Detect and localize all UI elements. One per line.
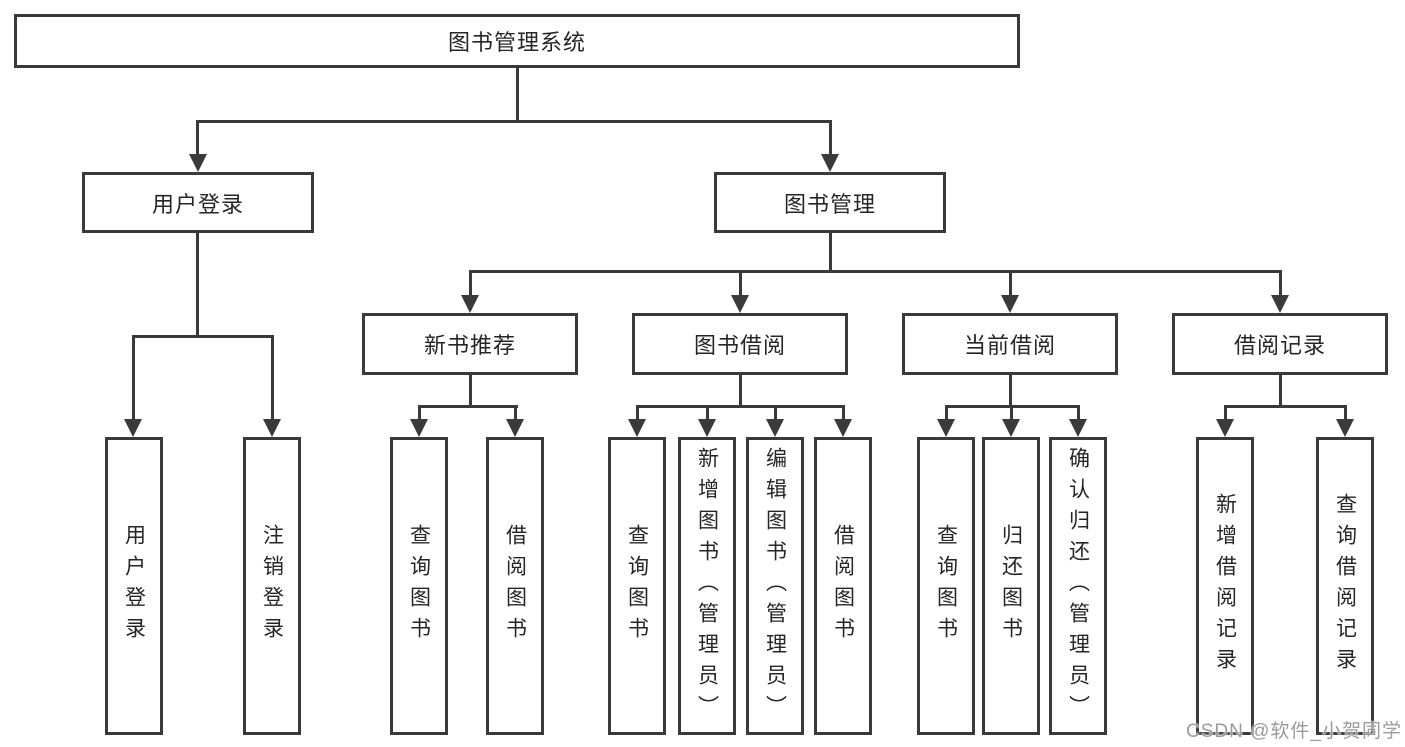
- arrowhead-down-icon: [821, 154, 839, 172]
- connector-line: [1077, 405, 1080, 421]
- connector-line: [132, 335, 135, 421]
- leaf-edit-book-admin: 编辑图书（管理员）: [746, 437, 804, 735]
- connector-line: [945, 405, 948, 421]
- connector-line: [739, 270, 742, 297]
- connector-line: [1010, 405, 1013, 421]
- connector-line: [739, 375, 742, 407]
- leaf-query-book-current-label: 查询图书: [934, 524, 958, 648]
- arrowhead-down-icon: [698, 419, 716, 437]
- node-user-login-label: 用户登录: [151, 191, 244, 217]
- node-book-borrow-label: 图书借阅: [693, 333, 786, 358]
- connector-line: [1009, 270, 1012, 297]
- connector-line: [469, 375, 472, 407]
- connector-line: [196, 120, 832, 123]
- node-book-borrow: 图书借阅: [632, 313, 848, 375]
- leaf-query-book-recommend-label: 查询图书: [407, 524, 431, 648]
- leaf-query-book-current: 查询图书: [917, 437, 975, 735]
- node-new-book-recommend-label: 新书推荐: [423, 333, 516, 358]
- connector-line: [636, 405, 845, 408]
- connector-line: [1224, 405, 1227, 421]
- connector-line: [196, 120, 199, 156]
- node-current-borrow: 当前借阅: [902, 313, 1118, 375]
- leaf-query-book-recommend: 查询图书: [390, 437, 448, 735]
- arrowhead-down-icon: [461, 295, 479, 313]
- connector-line: [271, 335, 274, 421]
- connector-line: [1224, 405, 1347, 408]
- connector-line: [636, 405, 639, 421]
- arrowhead-down-icon: [731, 295, 749, 313]
- leaf-edit-book-admin-label: 编辑图书（管理员）: [763, 446, 787, 726]
- leaf-logout: 注销登录: [243, 437, 301, 735]
- node-borrow-records-label: 借阅记录: [1233, 333, 1326, 358]
- leaf-borrow-book-recommend-label: 借阅图书: [503, 524, 527, 648]
- arrowhead-down-icon: [1271, 295, 1289, 313]
- node-root-label: 图书管理系统: [447, 30, 586, 55]
- leaf-borrow-book-recommend: 借阅图书: [486, 437, 544, 735]
- connector-line: [774, 405, 777, 421]
- node-root: 图书管理系统: [14, 14, 1020, 68]
- leaf-query-borrow-record: 查询借阅记录: [1316, 437, 1374, 735]
- arrowhead-down-icon: [1001, 295, 1019, 313]
- connector-line: [1009, 375, 1012, 407]
- node-borrow-records: 借阅记录: [1172, 313, 1388, 375]
- connector-line: [842, 405, 845, 421]
- node-book-management: 图书管理: [714, 172, 946, 233]
- connector-line: [418, 405, 421, 421]
- leaf-query-borrow-record-label: 查询借阅记录: [1333, 493, 1357, 679]
- leaf-borrow-book: 借阅图书: [814, 437, 872, 735]
- arrowhead-down-icon: [628, 419, 646, 437]
- arrowhead-down-icon: [189, 154, 207, 172]
- arrowhead-down-icon: [1336, 419, 1354, 437]
- connector-line: [706, 405, 709, 421]
- leaf-return-book: 归还图书: [982, 437, 1040, 735]
- arrowhead-down-icon: [1069, 419, 1087, 437]
- connector-line: [516, 68, 519, 120]
- arrowhead-down-icon: [937, 419, 955, 437]
- node-book-management-label: 图书管理: [783, 191, 876, 217]
- leaf-confirm-return-admin: 确认归还（管理员）: [1049, 437, 1107, 735]
- arrowhead-down-icon: [124, 419, 142, 437]
- arrowhead-down-icon: [410, 419, 428, 437]
- node-new-book-recommend: 新书推荐: [362, 313, 578, 375]
- leaf-add-book-admin-label: 新增图书（管理员）: [695, 446, 719, 726]
- connector-line: [514, 405, 517, 421]
- leaf-query-book-borrow: 查询图书: [608, 437, 666, 735]
- leaf-add-borrow-record-label: 新增借阅记录: [1213, 493, 1237, 679]
- connector-line: [1279, 270, 1282, 297]
- arrowhead-down-icon: [766, 419, 784, 437]
- arrowhead-down-icon: [1002, 419, 1020, 437]
- arrowhead-down-icon: [263, 419, 281, 437]
- arrowhead-down-icon: [506, 419, 524, 437]
- connector-line: [1344, 405, 1347, 421]
- leaf-borrow-book-label: 借阅图书: [831, 524, 855, 648]
- leaf-query-book-borrow-label: 查询图书: [625, 524, 649, 648]
- node-user-login: 用户登录: [82, 172, 314, 233]
- connector-line: [418, 405, 518, 408]
- leaf-user-login: 用户登录: [105, 437, 163, 735]
- arrowhead-down-icon: [834, 419, 852, 437]
- connector-line: [469, 270, 1282, 273]
- connector-line: [196, 233, 199, 337]
- connector-line: [469, 270, 472, 297]
- arrowhead-down-icon: [1216, 419, 1234, 437]
- connector-line: [1279, 375, 1282, 407]
- leaf-add-book-admin: 新增图书（管理员）: [678, 437, 736, 735]
- connector-line: [829, 233, 832, 272]
- leaf-logout-label: 注销登录: [260, 524, 284, 648]
- leaf-add-borrow-record: 新增借阅记录: [1196, 437, 1254, 735]
- leaf-return-book-label: 归还图书: [999, 524, 1023, 648]
- node-current-borrow-label: 当前借阅: [963, 333, 1056, 358]
- leaf-user-login-label: 用户登录: [122, 524, 146, 648]
- leaf-confirm-return-admin-label: 确认归还（管理员）: [1066, 446, 1090, 726]
- connector-line: [829, 120, 832, 156]
- csdn-watermark: CSDN @软件_小贺同学: [1186, 721, 1402, 742]
- connector-line: [132, 335, 274, 338]
